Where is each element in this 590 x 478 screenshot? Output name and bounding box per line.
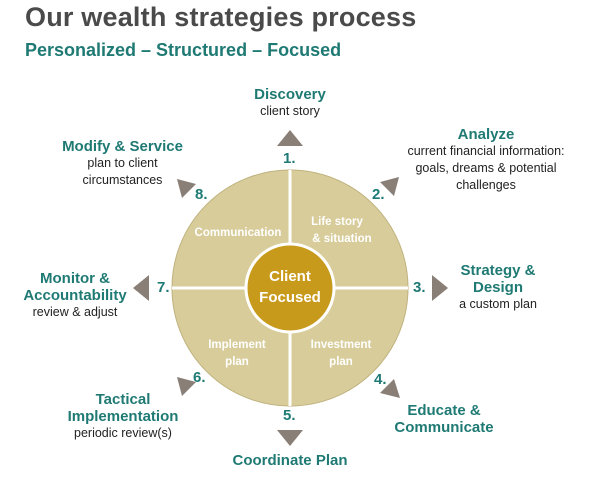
step-heading: Accountability (23, 287, 127, 304)
step-subtext: challenges (456, 178, 516, 192)
step-number-7: 7. (157, 279, 170, 296)
center-label-2: Focused (259, 289, 321, 306)
step-subtext: periodic review(s) (74, 426, 172, 440)
step-subtext: review & adjust (32, 305, 118, 319)
page-title: Our wealth strategies process (25, 2, 417, 32)
center-circle (244, 242, 336, 334)
quadrant-investment-1: Investment (311, 339, 372, 351)
quadrant-investment-2: plan (329, 356, 353, 368)
step-subtext: current financial information: (407, 144, 565, 158)
step-heading: Communicate (394, 419, 494, 436)
quadrant-implement-2: plan (225, 356, 249, 368)
arrow-up-right-icon (380, 177, 399, 196)
step-label-tactical-implementation: Tactical Implementation periodic review(… (58, 391, 188, 442)
step-subtext: plan to client (87, 156, 158, 170)
step-heading: Modify & Service (62, 138, 183, 155)
arrow-down-right-icon (380, 379, 400, 398)
quadrant-implement-1: Implement (208, 339, 266, 351)
step-number-2: 2. (372, 186, 385, 203)
quadrant-life-story-2: & situation (312, 233, 371, 245)
step-heading: Tactical (95, 391, 151, 408)
step-heading: Strategy & (460, 262, 536, 279)
step-heading: Coordinate Plan (232, 452, 348, 469)
step-subtext: circumstances (82, 173, 163, 187)
step-number-5: 5. (283, 407, 296, 424)
step-label-monitor-accountability: Monitor & Accountability review & adjust (10, 270, 140, 321)
step-number-8: 8. (195, 186, 208, 203)
arrow-up-icon (277, 130, 303, 146)
arrow-right-icon (432, 275, 448, 301)
step-label-modify-service: Modify & Service plan to client circumst… (50, 138, 195, 189)
step-label-analyze: Analyze current financial information: g… (396, 126, 576, 194)
step-heading: Discovery (254, 86, 326, 103)
arrow-left-icon (133, 275, 149, 301)
step-label-coordinate-plan: Coordinate Plan (220, 452, 360, 469)
step-subtext: client story (260, 104, 320, 118)
step-subtext: a custom plan (459, 297, 537, 311)
quadrant-life-story-1: Life story (311, 216, 363, 228)
step-subtext: goals, dreams & potential (415, 161, 557, 175)
arrow-up-left-icon (177, 179, 196, 198)
step-label-strategy-design: Strategy & Design a custom plan (438, 262, 558, 313)
step-heading: Design (472, 279, 523, 296)
step-number-6: 6. (193, 369, 206, 386)
step-number-3: 3. (413, 279, 426, 296)
step-label-educate-communicate: Educate & Communicate (384, 402, 504, 436)
center-label-1: Client (269, 268, 311, 285)
step-label-discovery: Discovery client story (240, 86, 340, 120)
page-subtitle: Personalized – Structured – Focused (25, 40, 342, 60)
step-number-1: 1. (283, 150, 296, 167)
step-heading: Analyze (457, 126, 515, 143)
step-heading: Monitor & (40, 270, 110, 287)
quadrant-communication: Communication (195, 227, 282, 239)
step-number-4: 4. (374, 371, 387, 388)
step-heading: Educate & (407, 402, 481, 419)
arrow-down-left-icon (177, 377, 196, 396)
arrow-down-icon (277, 430, 303, 446)
step-heading: Implementation (67, 408, 179, 425)
